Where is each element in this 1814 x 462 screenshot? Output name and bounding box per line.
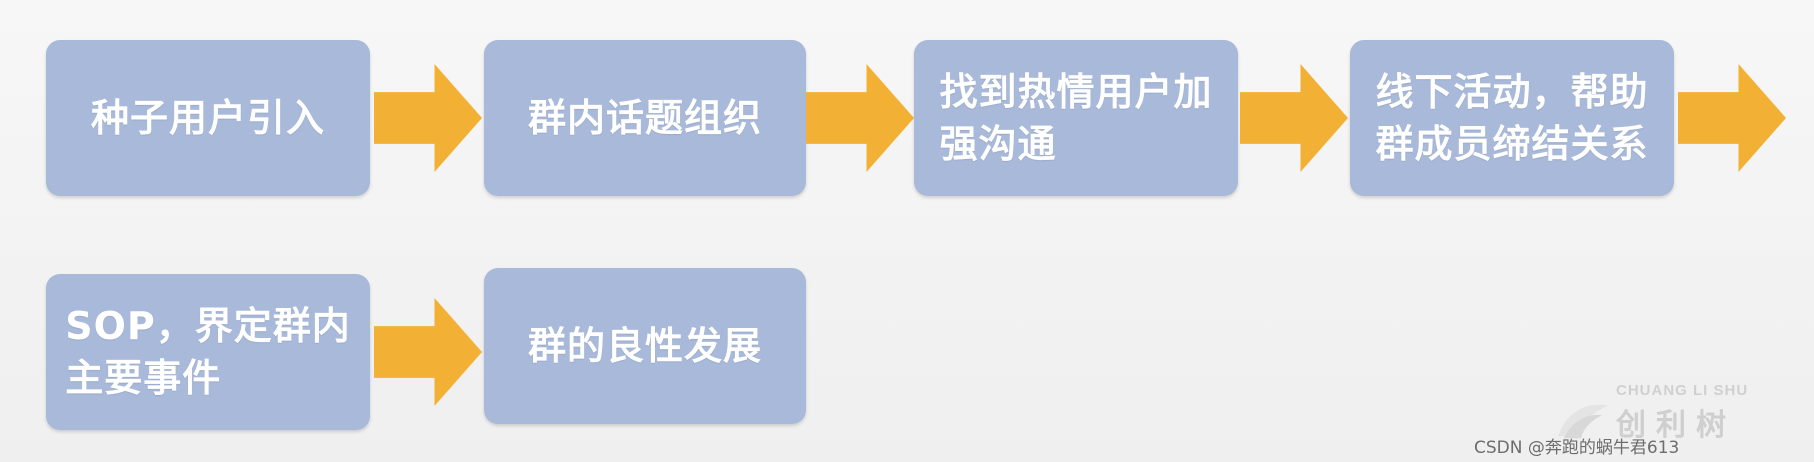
node-label-line: SOP，界定群内 [65, 304, 351, 348]
flow-arrow-right [1678, 64, 1786, 172]
node-label-line: 群成员缔结关系 [1375, 122, 1649, 166]
node-label-line: 强沟通 [939, 122, 1057, 166]
node-label-line: 找到热情用户加 [939, 70, 1213, 114]
arrow-right-icon [1678, 64, 1786, 172]
flow-arrow-right [1240, 64, 1348, 172]
node-label-line: 线下活动，帮助 [1375, 70, 1649, 114]
brand-logo-icon [1554, 398, 1612, 444]
flow-node-healthy-growth: 群的良性发展 [484, 268, 806, 424]
flow-node-enthusiastic-users: 找到热情用户加 强沟通 [914, 40, 1238, 196]
flow-arrow-right [806, 64, 914, 172]
brand-name-en: CHUANG LI SHU [1616, 382, 1749, 399]
node-label-line: 种子用户引入 [90, 96, 325, 140]
node-label-line: 群内话题组织 [527, 96, 762, 140]
csdn-credit: CSDN @奔跑的蜗牛君613 [1474, 438, 1680, 458]
flow-arrow-right [374, 298, 482, 406]
arrow-right-icon [1240, 64, 1348, 172]
watermark: CHUANG LI SHU 创利树 CSDN @奔跑的蜗牛君613 [1474, 380, 1804, 458]
flow-node-seed-users: 种子用户引入 [46, 40, 370, 196]
node-label-line: 群的良性发展 [527, 324, 762, 368]
flow-arrow-right [374, 64, 482, 172]
arrow-right-icon [806, 64, 914, 172]
flow-node-offline-activities: 线下活动，帮助 群成员缔结关系 [1350, 40, 1674, 196]
arrow-right-icon [374, 298, 482, 406]
flow-node-topic-organization: 群内话题组织 [484, 40, 806, 196]
brand-name-cn: 创利树 [1616, 408, 1736, 443]
flow-node-sop: SOP，界定群内 主要事件 [46, 274, 370, 430]
arrow-right-icon [374, 64, 482, 172]
node-label-line: 主要事件 [65, 356, 222, 400]
